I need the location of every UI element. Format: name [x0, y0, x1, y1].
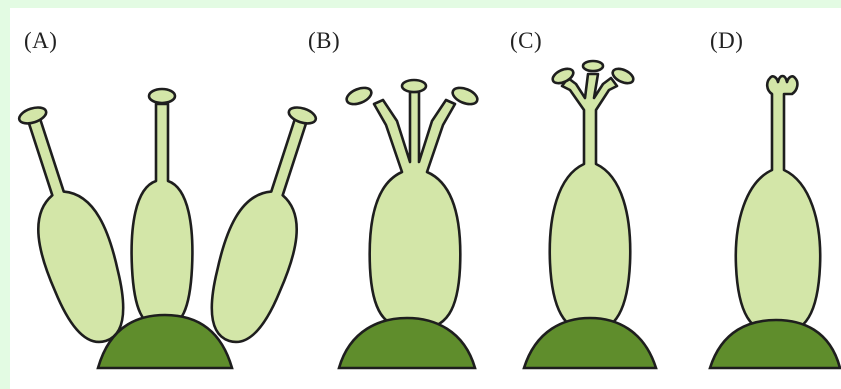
pistil-a-center — [132, 89, 193, 328]
diagram-d — [710, 76, 840, 368]
receptacle-b — [339, 318, 475, 368]
diagram-c — [524, 61, 656, 368]
pistil-a-left — [10, 98, 139, 351]
receptacle-d — [710, 320, 840, 368]
receptacle-c — [524, 318, 656, 368]
pistil-a-right — [196, 98, 337, 351]
diagram-a — [10, 89, 337, 368]
gynoecium-diagram — [10, 8, 841, 389]
diagram-b — [339, 80, 480, 368]
figure-panel: (A) (B) (C) (D) — [10, 8, 841, 389]
